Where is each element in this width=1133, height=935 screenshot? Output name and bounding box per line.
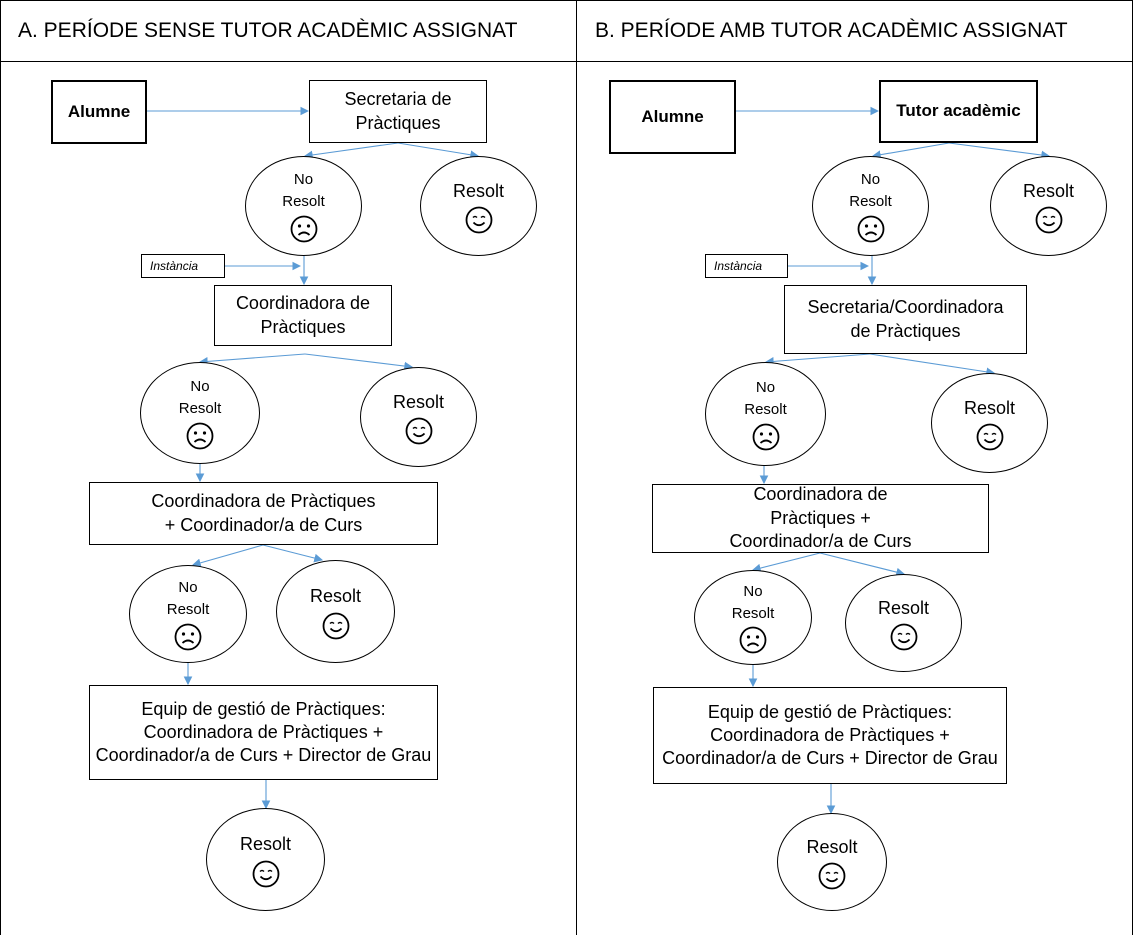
no-resolt-circle-b1: No Resolt bbox=[812, 156, 929, 256]
sad-face-icon bbox=[174, 623, 202, 651]
resolt-label: Resolt bbox=[452, 180, 505, 201]
no-label: No bbox=[293, 171, 314, 189]
happy-face-icon bbox=[818, 862, 846, 890]
happy-face-icon bbox=[1035, 206, 1062, 234]
sad-face-icon bbox=[752, 423, 779, 451]
no-label: No bbox=[190, 378, 210, 396]
resolt-circle-b3: Resolt bbox=[845, 574, 962, 672]
no-label: No bbox=[743, 582, 763, 600]
no-label: No bbox=[178, 579, 198, 597]
resolt-label: Resolt bbox=[178, 400, 222, 417]
alumne-box-b: Alumne bbox=[609, 80, 736, 154]
no-label: No bbox=[755, 379, 776, 397]
resolt-label: Resolt bbox=[1022, 180, 1075, 201]
resolt-label: Resolt bbox=[731, 604, 775, 622]
happy-face-icon bbox=[465, 206, 492, 234]
column-divider bbox=[576, 0, 577, 935]
sad-face-icon bbox=[857, 215, 884, 243]
resolt-circle-b4: Resolt bbox=[777, 813, 887, 911]
happy-face-icon bbox=[405, 417, 432, 445]
happy-face-icon bbox=[890, 623, 917, 651]
secretaria-box-a: Secretaria de Pràctiques bbox=[309, 80, 487, 143]
equip-gestio-box-b: Equip de gestió de Pràctiques: Coordinad… bbox=[653, 687, 1007, 784]
sad-face-icon bbox=[739, 626, 767, 654]
happy-face-icon bbox=[976, 423, 1003, 451]
header-a: A. PERÍODE SENSE TUTOR ACADÈMIC ASSIGNAT bbox=[0, 0, 577, 62]
resolt-label: Resolt bbox=[309, 586, 362, 607]
instancia-box-a: Instància bbox=[141, 254, 225, 278]
no-resolt-circle-a3: No Resolt bbox=[129, 565, 247, 663]
resolt-circle-b1: Resolt bbox=[990, 156, 1107, 256]
resolt-circle-a2: Resolt bbox=[360, 367, 477, 467]
resolt-circle-a3: Resolt bbox=[276, 560, 395, 663]
resolt-circle-b2: Resolt bbox=[931, 373, 1048, 473]
happy-face-icon bbox=[322, 612, 349, 639]
sad-face-icon bbox=[186, 422, 214, 450]
no-label: No bbox=[860, 171, 881, 189]
coordinadora-curs-box-b: Coordinadora de Pràctiques + Coordinador… bbox=[652, 484, 989, 553]
resolt-label: Resolt bbox=[239, 834, 292, 855]
secretaria-coordinadora-box-b: Secretaria/Coordinadora de Pràctiques bbox=[784, 285, 1027, 354]
header-b: B. PERÍODE AMB TUTOR ACADÈMIC ASSIGNAT bbox=[577, 0, 1133, 62]
no-resolt-circle-b3: No Resolt bbox=[694, 570, 812, 665]
happy-face-icon bbox=[252, 860, 279, 887]
equip-gestio-box-a: Equip de gestió de Pràctiques: Coordinad… bbox=[89, 685, 438, 780]
no-resolt-circle-a1: No Resolt bbox=[245, 156, 362, 256]
resolt-label: Resolt bbox=[392, 391, 445, 412]
tutor-box-b: Tutor acadèmic bbox=[879, 80, 1038, 143]
resolt-label: Resolt bbox=[282, 193, 325, 210]
resolt-label: Resolt bbox=[877, 597, 930, 618]
instancia-box-b: Instància bbox=[705, 254, 788, 278]
no-resolt-circle-a2: No Resolt bbox=[140, 362, 260, 464]
resolt-circle-a1: Resolt bbox=[420, 156, 537, 256]
resolt-label: Resolt bbox=[806, 836, 858, 857]
resolt-label: Resolt bbox=[744, 401, 787, 418]
no-resolt-circle-b2: No Resolt bbox=[705, 362, 826, 466]
coordinadora-box-a: Coordinadora de Pràctiques bbox=[214, 285, 392, 346]
sad-face-icon bbox=[290, 215, 317, 243]
resolt-label: Resolt bbox=[963, 397, 1016, 418]
resolt-label: Resolt bbox=[849, 193, 892, 210]
alumne-box-a: Alumne bbox=[51, 80, 147, 144]
coordinadora-curs-box-a: Coordinadora de Pràctiques + Coordinador… bbox=[89, 482, 438, 545]
resolt-label: Resolt bbox=[166, 601, 210, 618]
resolt-circle-a4: Resolt bbox=[206, 808, 325, 911]
